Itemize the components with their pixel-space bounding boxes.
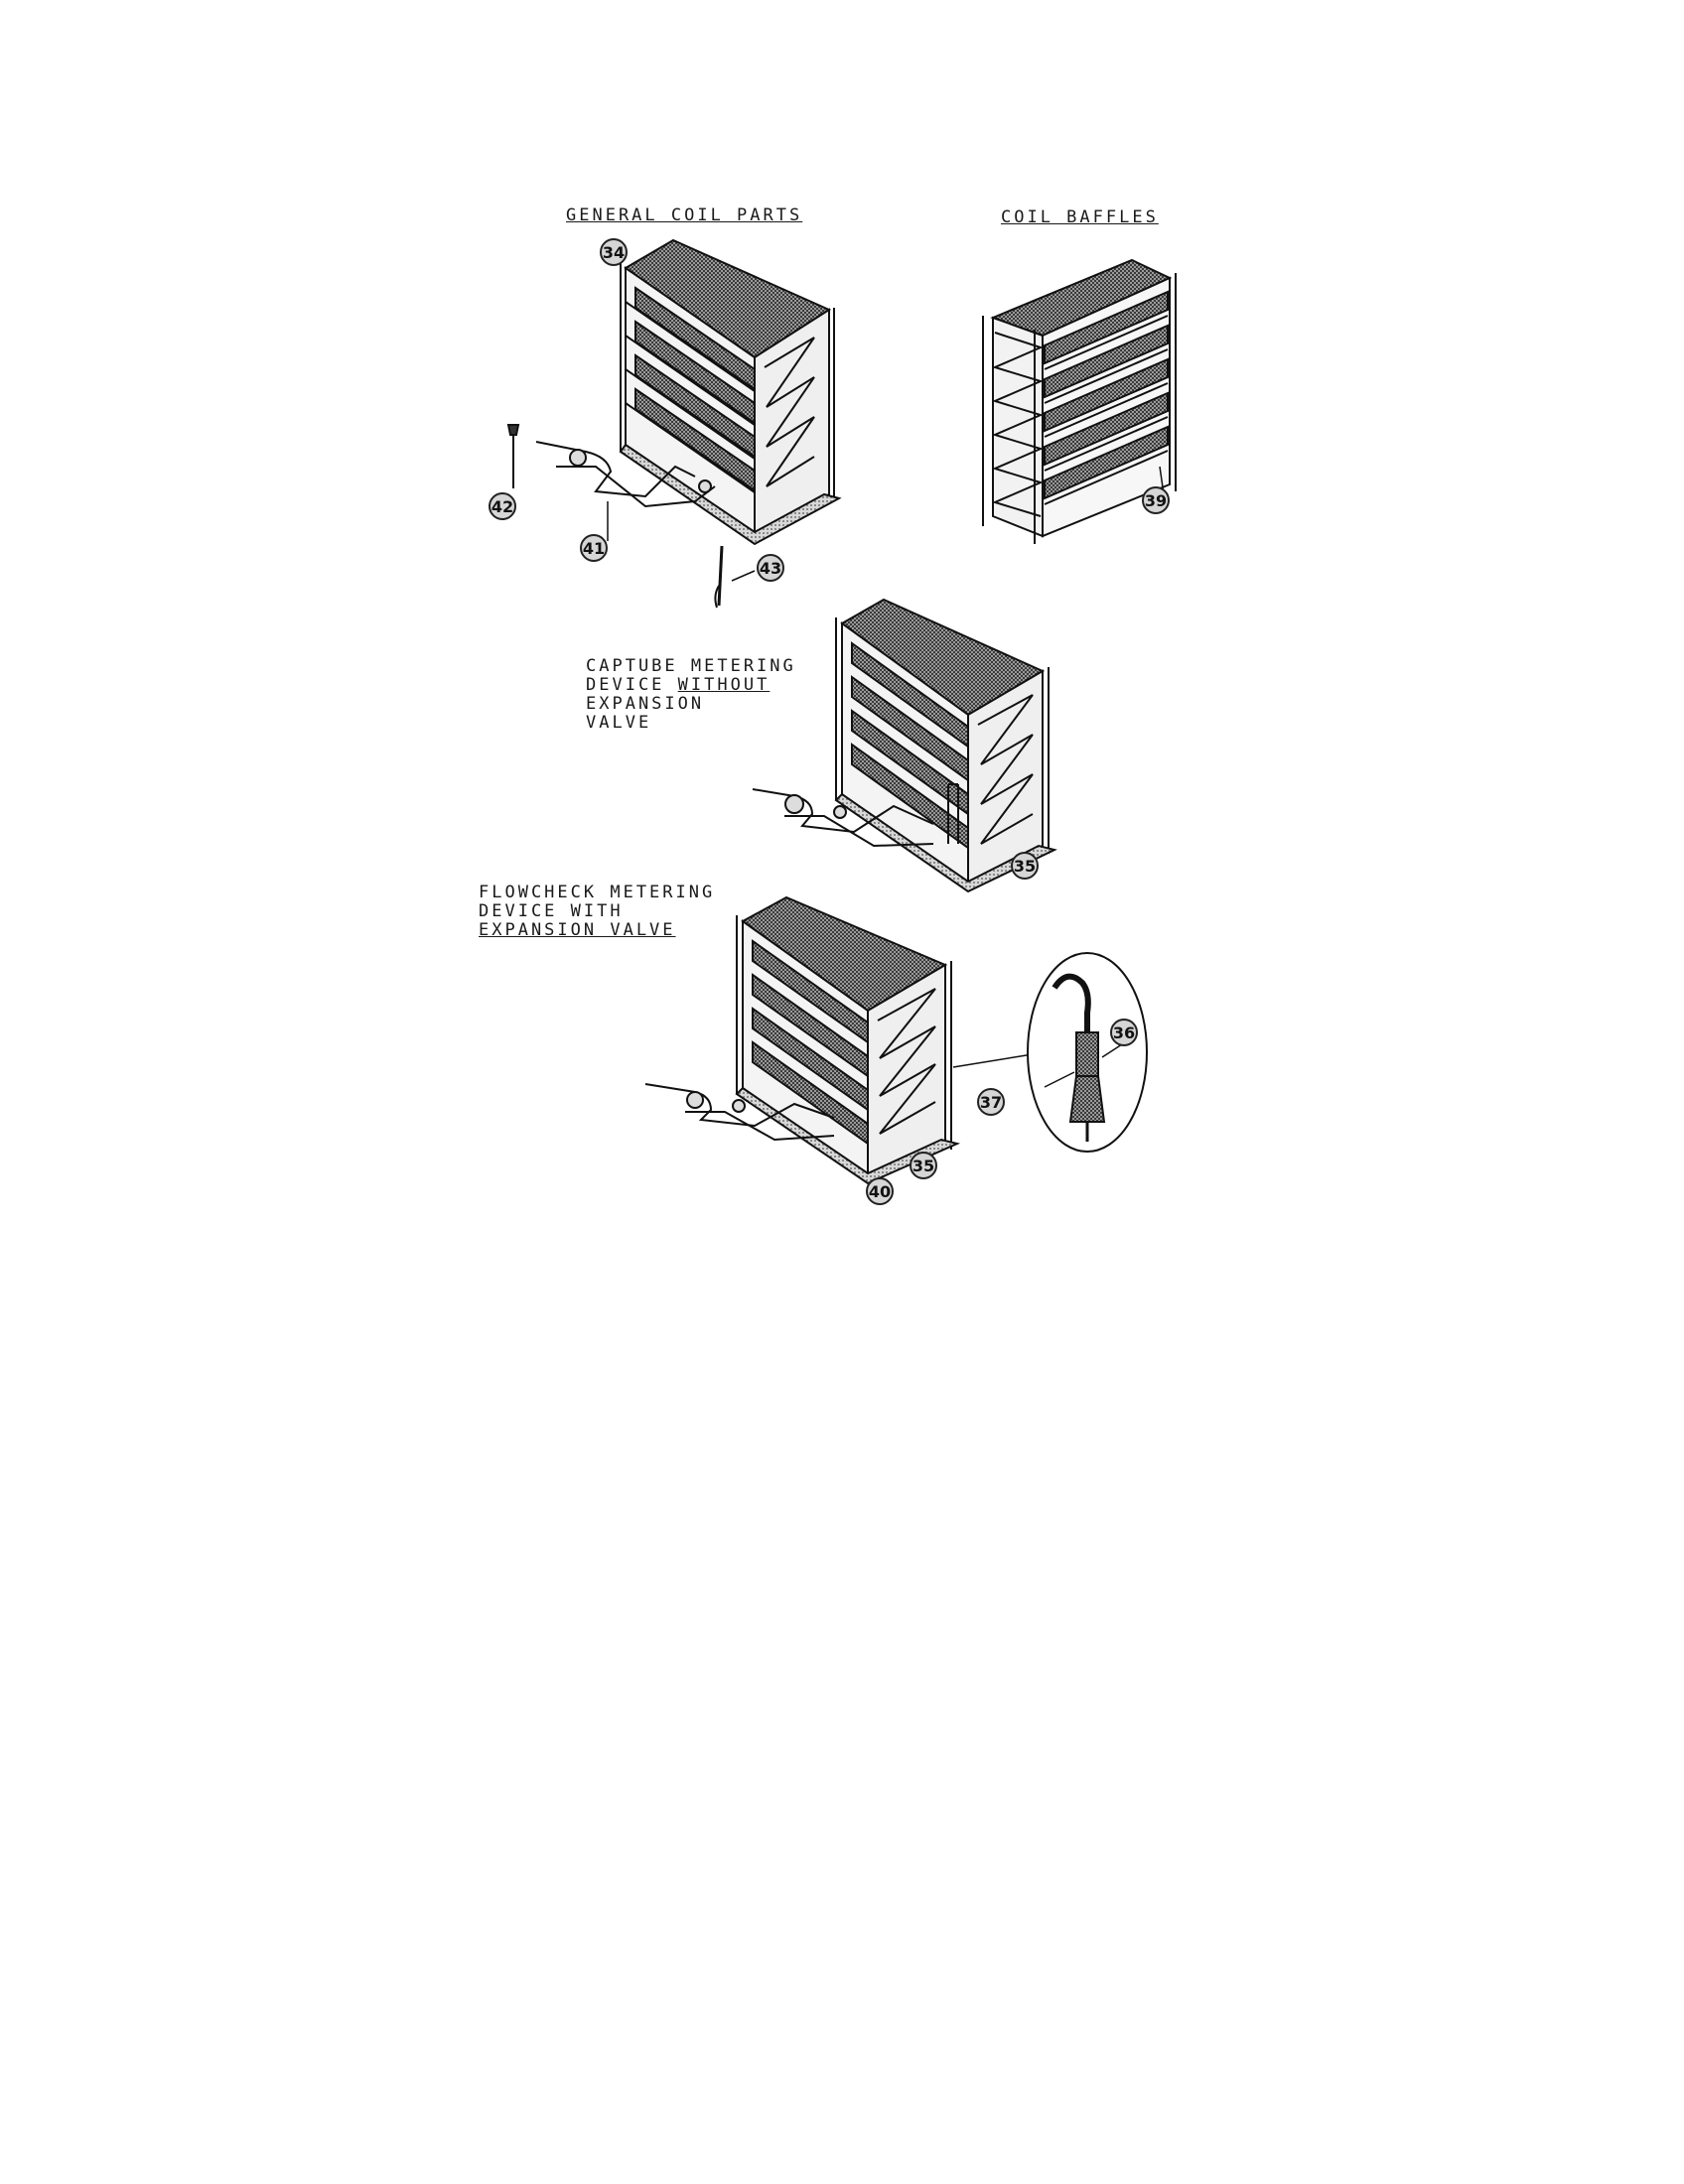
captube-line-2-emphasis: WITHOUT [677, 675, 771, 695]
callout-43: 43 [757, 554, 784, 582]
heading-coil-baffles: COIL BAFFLES [1001, 207, 1159, 227]
callout-39: 39 [1142, 486, 1170, 514]
callout-35-captube: 35 [1011, 852, 1039, 880]
captube-line-2-prefix: DEVICE [586, 675, 678, 695]
callout-37: 37 [977, 1088, 1005, 1116]
callout-35-flowcheck: 35 [910, 1152, 937, 1179]
coil-flowcheck [644, 895, 1148, 1185]
coil-general-parts [506, 238, 842, 609]
flowcheck-line-3: EXPANSION VALVE [479, 920, 676, 940]
captube-line-4: VALVE [586, 713, 652, 733]
flowcheck-caption: FLOWCHECK METERING DEVICE WITH EXPANSION… [479, 884, 715, 940]
flowcheck-line-1: FLOWCHECK METERING [479, 883, 716, 902]
coil-captube [752, 598, 1057, 893]
flowcheck-line-2: DEVICE WITH [479, 901, 624, 921]
captube-line-2: DEVICE WITHOUT [586, 676, 796, 695]
callout-34: 34 [600, 238, 628, 266]
heading-general-coil-parts: GENERAL COIL PARTS [566, 205, 803, 225]
callout-41: 41 [580, 534, 608, 562]
captube-line-3: EXPANSION [586, 694, 705, 714]
captube-caption: CAPTUBE METERING DEVICE WITHOUT EXPANSIO… [586, 657, 796, 733]
captube-line-1: CAPTUBE METERING [586, 656, 796, 676]
callout-36: 36 [1110, 1019, 1138, 1046]
coil-baffles [982, 258, 1177, 544]
callout-40: 40 [866, 1177, 894, 1205]
callout-42: 42 [489, 492, 516, 520]
